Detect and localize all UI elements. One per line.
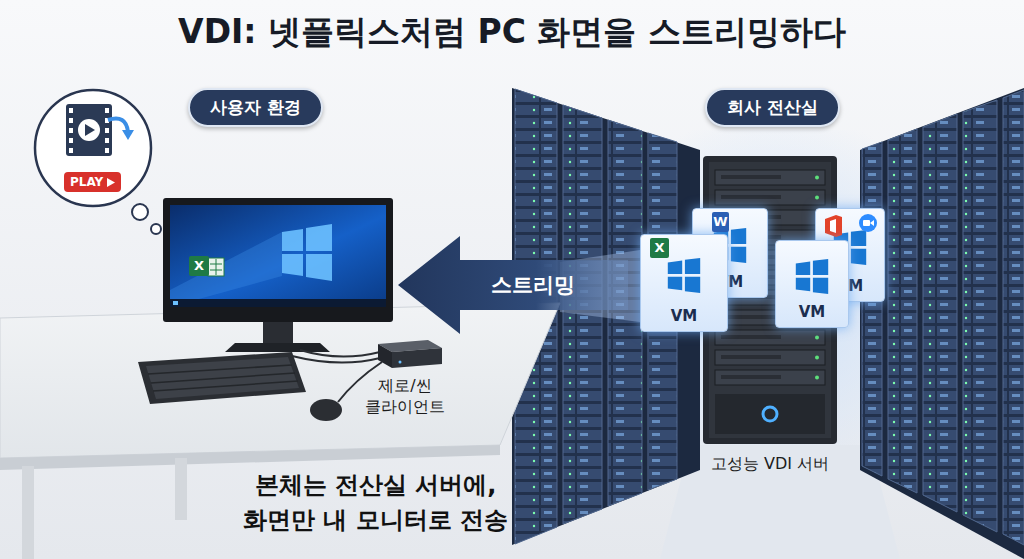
section-pill: 회사 전산실: [705, 88, 840, 127]
desk: [0, 303, 560, 559]
keyboard-mouse: [138, 350, 382, 421]
server-room: [512, 88, 1024, 559]
play-button: PLAY: [64, 172, 121, 192]
pill-label: 회사 전산실: [727, 96, 818, 119]
excel-icon: X: [189, 256, 209, 276]
client-device: [350, 334, 460, 372]
play-label: PLAY: [70, 175, 103, 189]
vm-label: VM: [776, 303, 848, 321]
pill-label: 사용자 환경: [210, 96, 301, 119]
stream-arrow: 스트리밍: [398, 236, 628, 334]
office-icon: [822, 214, 844, 238]
windows-logo: [666, 257, 702, 293]
windows-logo: [794, 258, 830, 294]
client-box: 제로/씬 클라이언트: [350, 334, 460, 418]
word-icon: W: [712, 212, 729, 232]
monitor: [163, 198, 393, 352]
caption-text: 본체는 전산실 서버에, 화면만 내 모니터로 전송: [241, 468, 510, 538]
section-pill: 사용자 환경: [188, 88, 323, 127]
client-label: 제로/씬 클라이언트: [350, 376, 460, 418]
server-label: 고성능 VDI 서버: [690, 454, 850, 475]
vm-card: VM: [775, 240, 849, 328]
thought-bubble: [35, 90, 161, 234]
vm-label: VM: [641, 307, 727, 325]
diagram-title: VDI: 넷플릭스처럼 PC 화면을 스트리밍하다: [0, 10, 1024, 55]
play-triangle: [107, 178, 115, 187]
zoom-icon: [858, 213, 878, 233]
excel-icon: X: [650, 238, 669, 258]
arrow-label: 스트리밍: [491, 271, 575, 299]
